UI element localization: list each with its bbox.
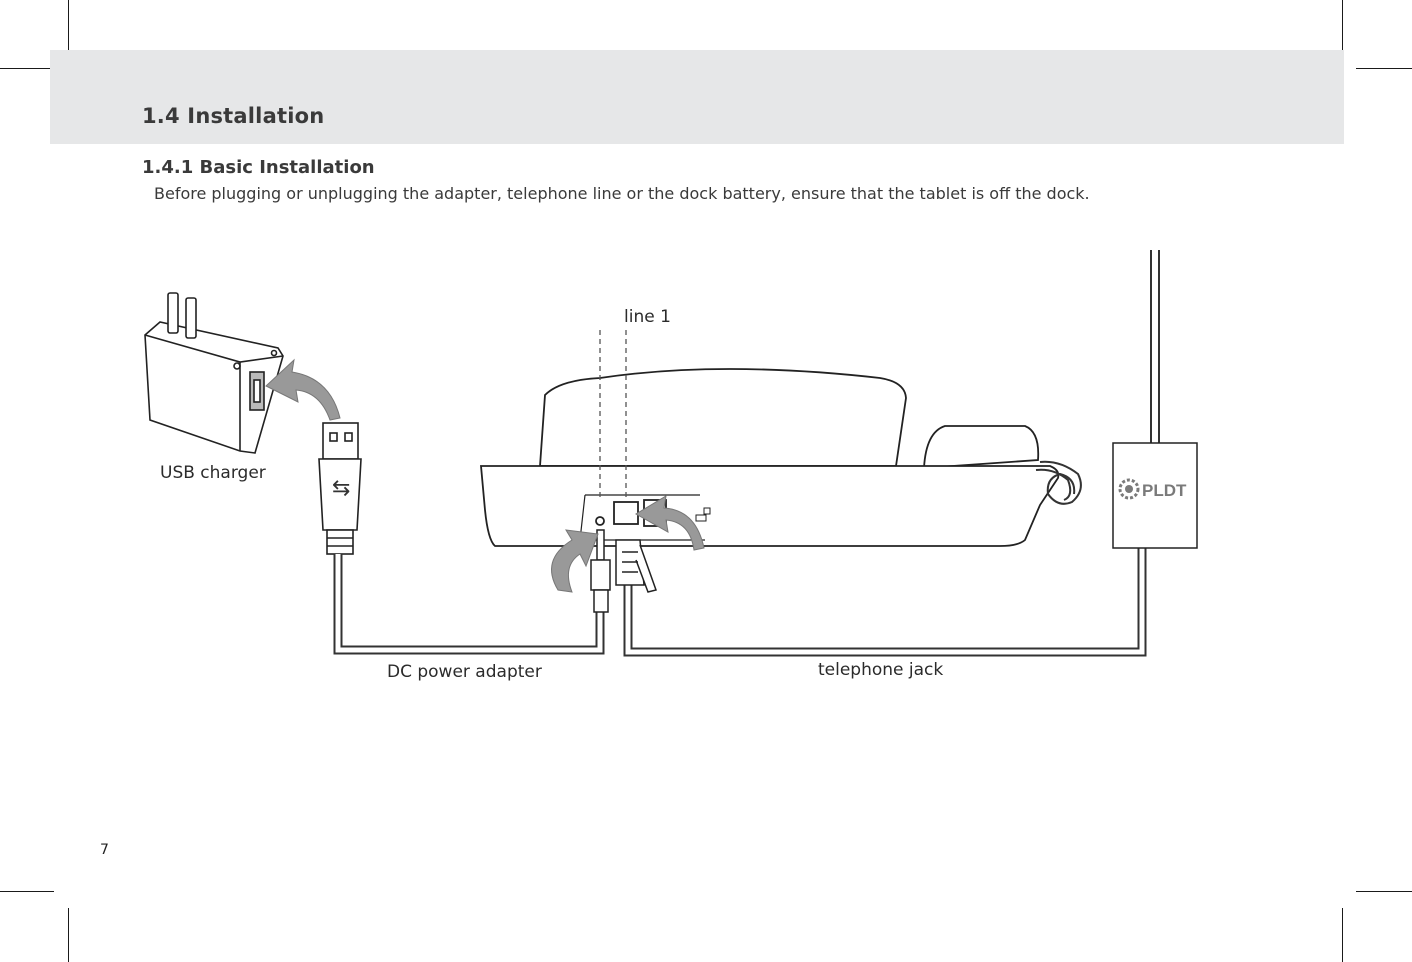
crop-mark-bottom-left-horizontal bbox=[0, 891, 54, 892]
crop-mark-bottom-left-vertical bbox=[68, 908, 69, 962]
pldt-wall-box bbox=[1112, 442, 1198, 549]
telephone-cable bbox=[623, 548, 1147, 657]
dock-illustration bbox=[480, 368, 1060, 547]
intro-text: Before plugging or unplugging the adapte… bbox=[154, 184, 1090, 203]
rj11-plug-illustration bbox=[615, 539, 657, 593]
line1-label: line 1 bbox=[624, 307, 671, 327]
arrow-to-line1-jack-icon bbox=[635, 495, 705, 551]
crop-mark-top-right-horizontal bbox=[1356, 68, 1412, 69]
usb-charger-label: USB charger bbox=[160, 463, 266, 483]
telephone-jack-label: telephone jack bbox=[818, 660, 944, 680]
usb-charger-illustration bbox=[144, 292, 284, 454]
header-band bbox=[50, 50, 1344, 144]
crop-mark-top-left-vertical bbox=[68, 0, 69, 52]
arrow-to-charger-icon bbox=[265, 358, 341, 421]
pldt-logo-text: PLDT bbox=[1142, 481, 1187, 500]
svg-text:⇆: ⇆ bbox=[332, 476, 350, 501]
crop-mark-top-left-horizontal bbox=[0, 68, 54, 69]
usb-plug-illustration: ⇆ bbox=[318, 422, 362, 555]
page-number: 7 bbox=[100, 842, 109, 858]
dc-plug-illustration bbox=[590, 529, 611, 613]
crop-mark-bottom-right-horizontal bbox=[1356, 891, 1412, 892]
pldt-logo-icon bbox=[1118, 478, 1140, 500]
crop-mark-bottom-right-vertical bbox=[1342, 908, 1343, 962]
handset-cord-coil bbox=[1035, 460, 1082, 505]
arrow-to-dc-jack-icon bbox=[551, 529, 599, 593]
crop-mark-top-right-vertical bbox=[1342, 0, 1343, 52]
section-title: 1.4 Installation bbox=[142, 104, 325, 128]
subsection-title: 1.4.1 Basic Installation bbox=[142, 157, 375, 178]
dc-power-adapter-label: DC power adapter bbox=[387, 662, 542, 682]
